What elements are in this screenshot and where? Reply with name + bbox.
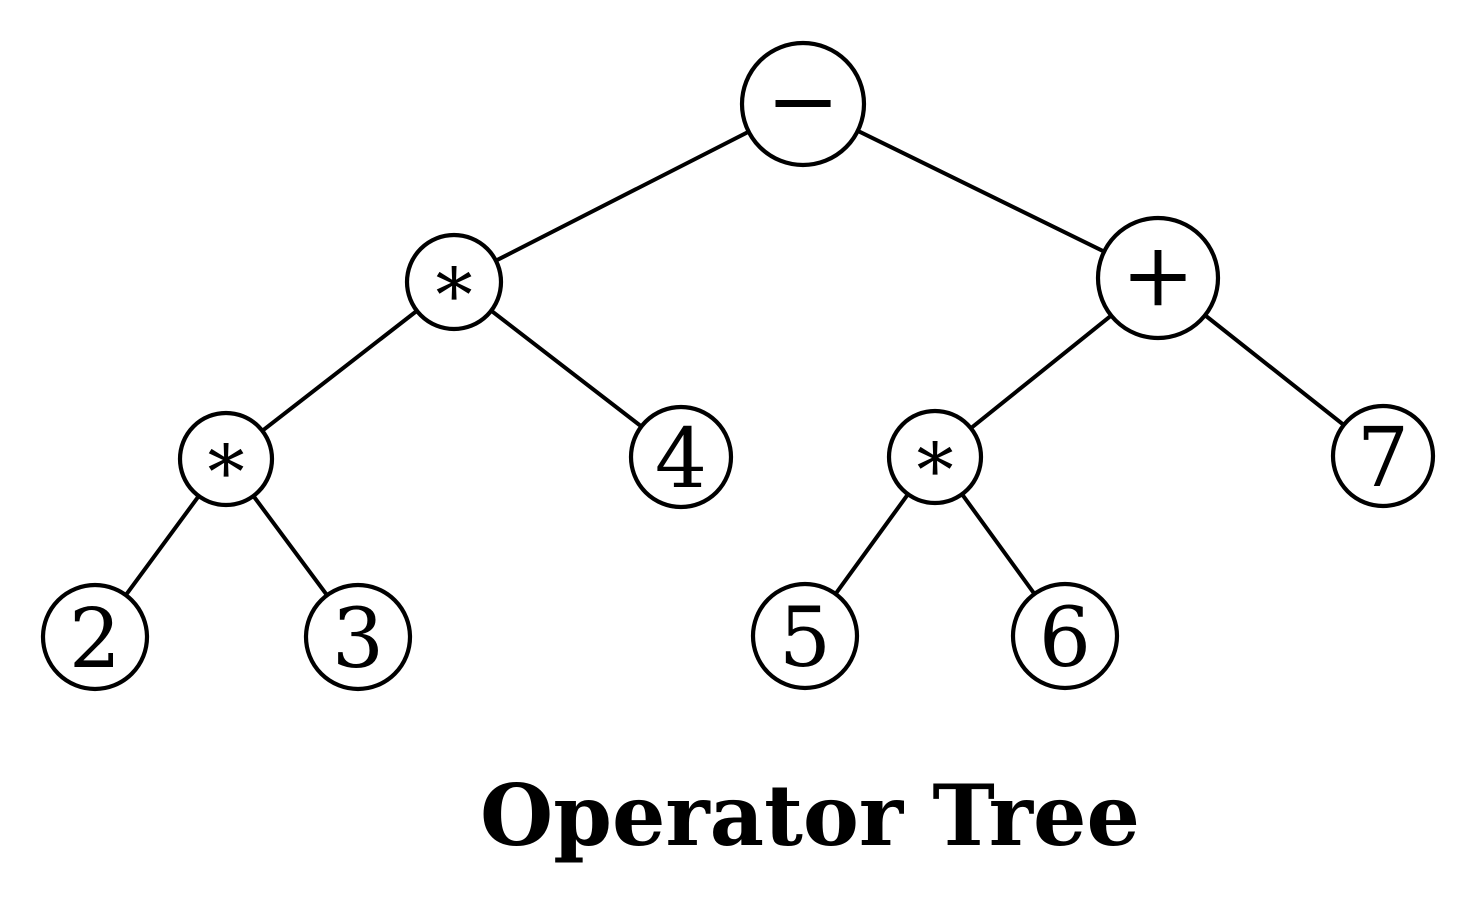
- edge-root-minus-mul-left: [452, 102, 805, 284]
- diagram-title: Operator Tree: [480, 766, 1140, 865]
- node-circle: [40, 582, 150, 692]
- node-plus-right: +: [1095, 215, 1221, 341]
- node-circle: [628, 404, 734, 510]
- node-circle: [750, 581, 860, 691]
- node-label: ∗: [201, 415, 251, 501]
- node-root-minus: −: [739, 40, 867, 168]
- node-leaf-7: 7: [1330, 403, 1436, 509]
- node-label: 3: [332, 592, 384, 687]
- node-circle: [1330, 403, 1436, 509]
- node-circle: [886, 408, 984, 506]
- node-label: ∗: [910, 413, 960, 499]
- node-mul-right-left: ∗: [886, 408, 984, 506]
- node-label: 4: [655, 412, 707, 507]
- node-circle: [739, 40, 867, 168]
- node-leaf-5: 5: [750, 581, 860, 691]
- node-leaf-2: 2: [40, 582, 150, 692]
- node-label: ∗: [429, 238, 479, 324]
- node-label: 2: [69, 592, 121, 687]
- tree-edges: [93, 102, 1385, 639]
- node-circle: [1095, 215, 1221, 341]
- node-circle: [303, 582, 413, 692]
- edge-root-minus-plus-right: [801, 102, 1160, 280]
- node-circle: [404, 232, 504, 332]
- node-leaf-3: 3: [303, 582, 413, 692]
- node-circle: [1010, 581, 1120, 691]
- node-mul-left: ∗: [404, 232, 504, 332]
- node-label: −: [766, 49, 840, 152]
- tree-nodes: − ∗ + ∗ 4 ∗ 7 2 3 5 6: [40, 40, 1436, 692]
- node-label: +: [1121, 223, 1195, 326]
- node-circle: [177, 410, 275, 508]
- node-leaf-4: 4: [628, 404, 734, 510]
- node-mul-left-left: ∗: [177, 410, 275, 508]
- node-label: 5: [779, 591, 831, 686]
- node-label: 7: [1357, 411, 1409, 506]
- node-label: 6: [1039, 591, 1091, 686]
- node-leaf-6: 6: [1010, 581, 1120, 691]
